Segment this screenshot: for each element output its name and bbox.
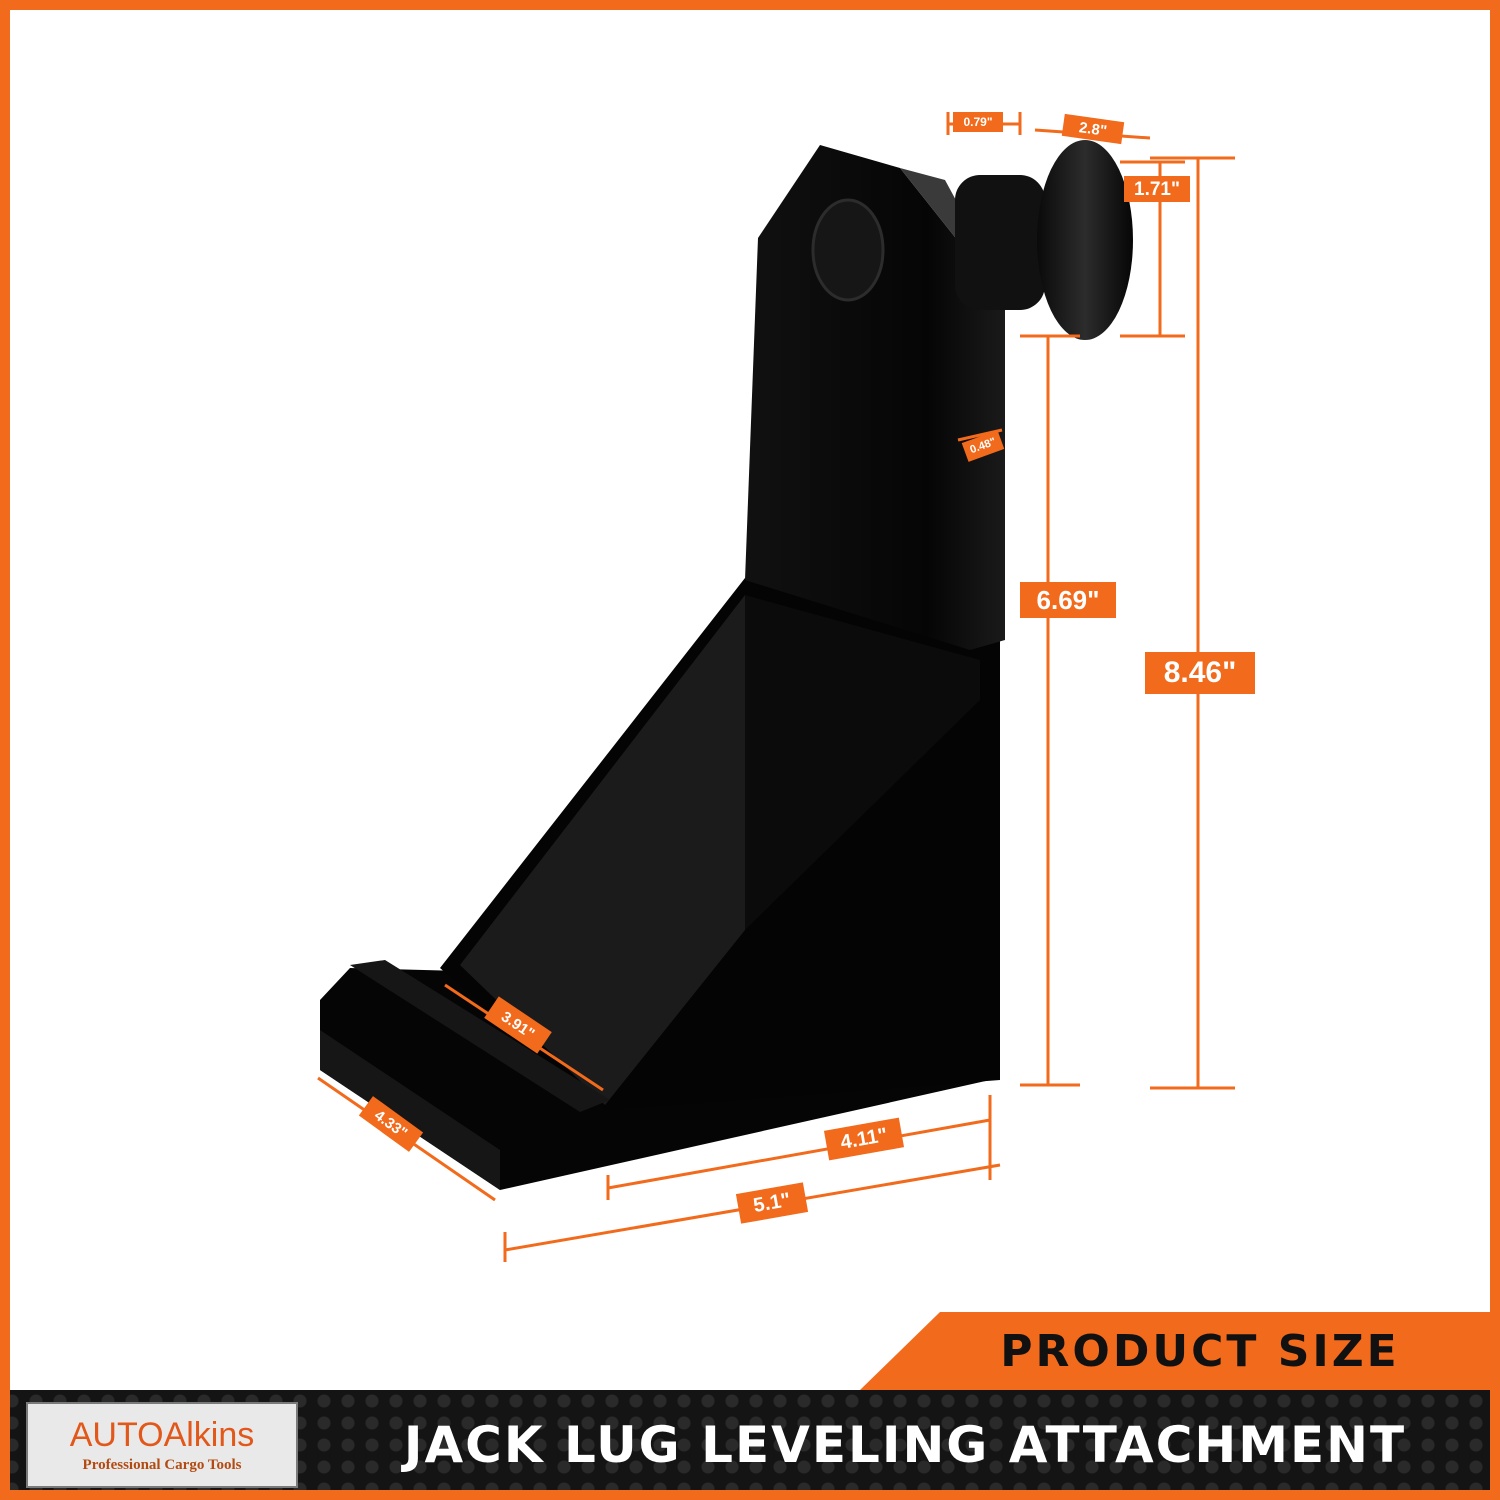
dim-label-plate-height: 6.69" <box>1020 582 1116 618</box>
pin-shaft <box>955 175 1045 310</box>
vertical-plate <box>745 145 1005 650</box>
gusset-shadow <box>745 595 980 930</box>
gusset-inner-wall <box>460 595 745 1105</box>
front-lip <box>350 960 610 1112</box>
base-plate-front <box>320 1030 500 1190</box>
dim-label-knob-diameter: 1.71" <box>1124 176 1190 202</box>
brand-name: AUTOAlkins <box>69 1415 255 1454</box>
bolt-head <box>811 198 885 302</box>
pin-knob <box>1037 140 1133 340</box>
product-name: JACK LUG LEVELING ATTACHMENT <box>403 1416 1407 1474</box>
brand-tagline: Professional Cargo Tools <box>82 1456 242 1473</box>
section-title: PRODUCT SIZE <box>1000 1325 1400 1377</box>
section-banner <box>860 1312 1500 1390</box>
brand-logo: AUTOAlkins Professional Cargo Tools <box>26 1402 298 1488</box>
dim-label-total-height: 8.46" <box>1145 652 1255 694</box>
dim-label-pin-thickness: 0.79" <box>953 112 1003 132</box>
